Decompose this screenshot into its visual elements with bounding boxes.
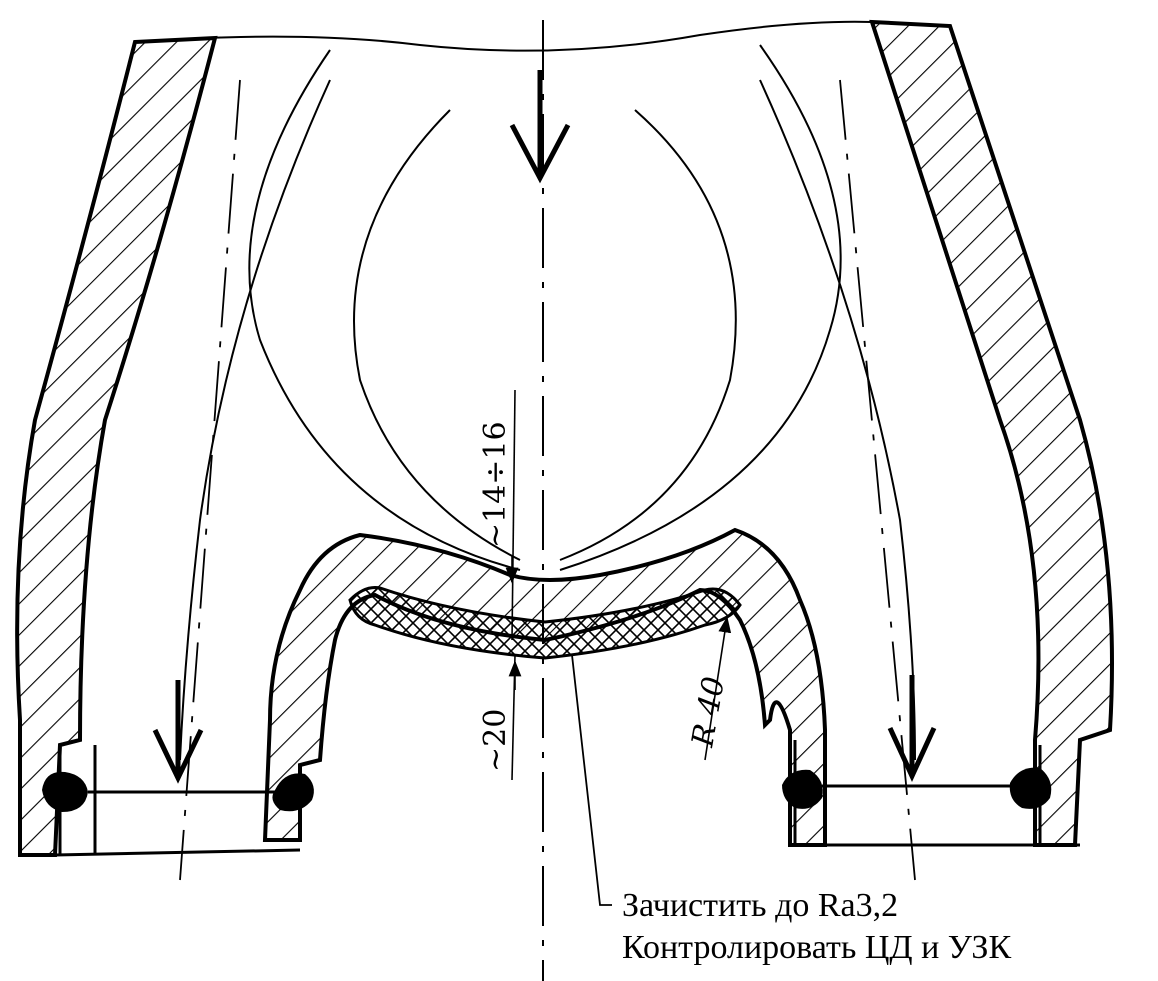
central-saddle-section: [262, 527, 827, 847]
right-flow-arrow-head: [887, 726, 937, 783]
dim-wall-thickness-label: ~14÷16: [478, 421, 513, 548]
center-flow-arrow-head: [509, 123, 571, 184]
dim-radius-leader: [704, 616, 732, 761]
weld-bead-left-inner: [272, 773, 314, 812]
top-break-line: [134, 20, 873, 52]
right-wall-section: [869, 19, 1114, 847]
note-line-2: Контролировать ЦД и УЗК: [622, 929, 1011, 966]
flow-curve-left-diag: [179, 79, 331, 761]
flow-curve-inner-right: [559, 109, 737, 561]
flow-curve-inner-left: [353, 109, 521, 561]
weld-bead-left-outer: [42, 771, 88, 812]
right-nozzle-axis: [839, 79, 916, 881]
dim-radius-label: R 40: [685, 674, 732, 750]
left-flow-arrow-head: [152, 728, 204, 784]
weld-bead-right-outer: [1009, 767, 1052, 809]
dim-wall-ext-line: [511, 389, 516, 641]
note-leader-line: [571, 654, 612, 906]
flow-curve-outer-right: [559, 44, 842, 571]
left-nozzle-axis: [179, 79, 241, 881]
weld-overlay-band: [348, 586, 742, 660]
flow-curve-outer-left: [248, 49, 521, 571]
weld-bead-right-inner: [782, 769, 823, 809]
left-nozzle-bottom: [54, 848, 301, 857]
left-wall-section: [15, 35, 218, 857]
note-line-1: Зачистить до Ra3,2: [622, 887, 898, 924]
flow-curve-right-diag: [759, 79, 916, 761]
dim-overlay-thickness-label: ~20: [478, 709, 513, 772]
